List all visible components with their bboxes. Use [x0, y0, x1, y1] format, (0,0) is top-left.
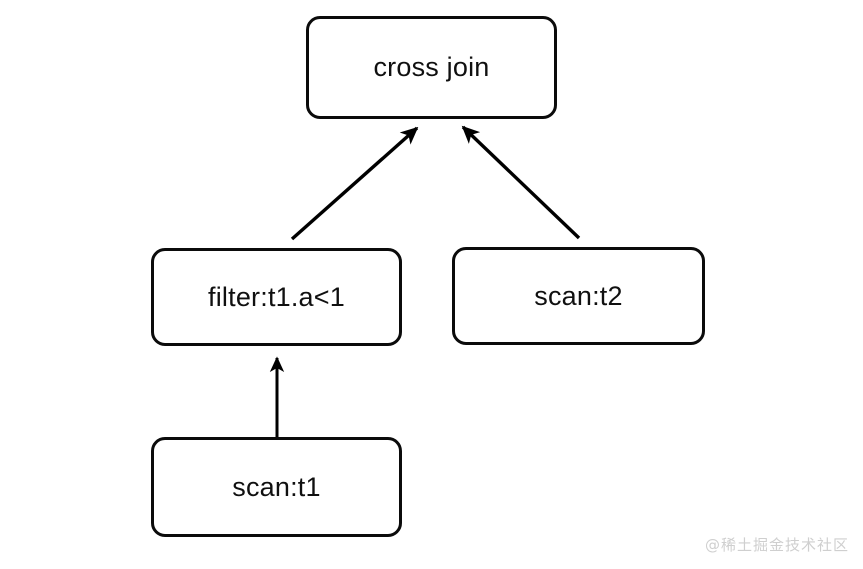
node-scan-t2-label: scan:t2 [534, 280, 623, 311]
watermark: @稀土掘金技术社区 [704, 536, 849, 554]
node-filter[interactable]: filter:t1.a<1 [151, 248, 402, 346]
node-cross-join[interactable]: cross join [306, 16, 557, 119]
edge-filter-to-cross-join [290, 126, 419, 241]
edge-scan-t2-to-cross-join [461, 125, 581, 240]
node-scan-t1-label: scan:t1 [232, 471, 321, 502]
node-filter-label: filter:t1.a<1 [208, 281, 345, 312]
node-scan-t2[interactable]: scan:t2 [452, 247, 705, 345]
node-scan-t1[interactable]: scan:t1 [151, 437, 402, 537]
node-cross-join-label: cross join [373, 52, 490, 82]
